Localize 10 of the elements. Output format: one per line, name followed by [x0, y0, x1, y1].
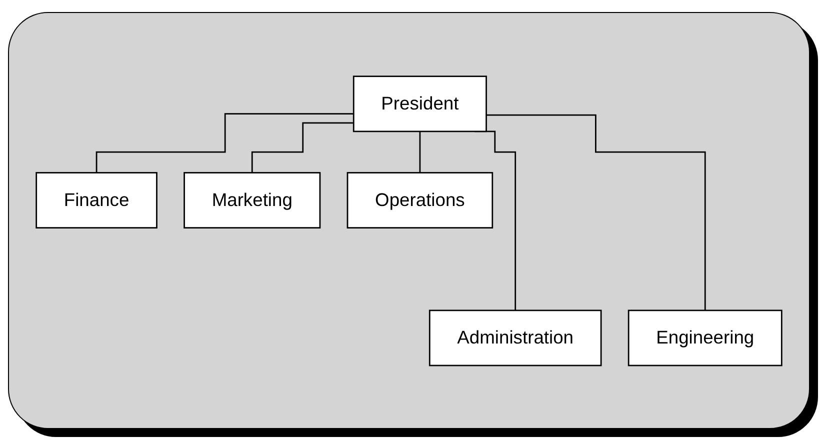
node-box: [352, 75, 487, 132]
node-box: [36, 172, 158, 228]
node-box: [184, 172, 321, 228]
connector: [419, 130, 421, 173]
connector: [251, 122, 354, 173]
connector: [96, 112, 354, 173]
connector: [486, 114, 706, 311]
node-box: [428, 309, 602, 366]
node-box: [346, 172, 494, 228]
node-box: [628, 309, 782, 366]
